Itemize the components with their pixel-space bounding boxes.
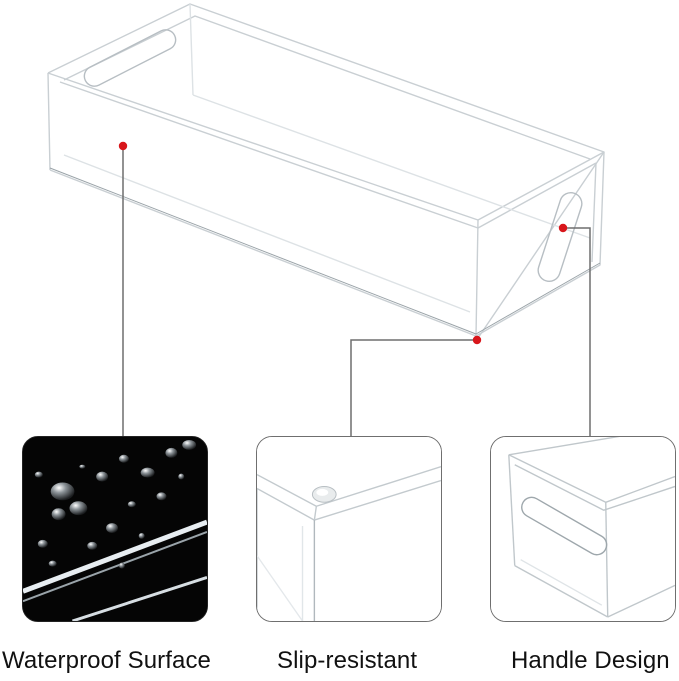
waterproof-caption: Waterproof Surface: [2, 647, 211, 674]
waterproof-panel: [22, 436, 208, 622]
water-droplets-icon: [23, 437, 207, 621]
handle-design-caption: Handle Design: [511, 647, 670, 674]
rubber-foot-icon: [257, 437, 441, 621]
handle-design-panel: [490, 436, 676, 622]
feature-markers: [118, 141, 568, 345]
slip-resistant-panel: [256, 436, 442, 622]
handle-cutout-icon: [491, 437, 675, 621]
slip-resistant-caption: Slip-resistant: [277, 647, 418, 674]
leader-lines: [122, 146, 591, 436]
